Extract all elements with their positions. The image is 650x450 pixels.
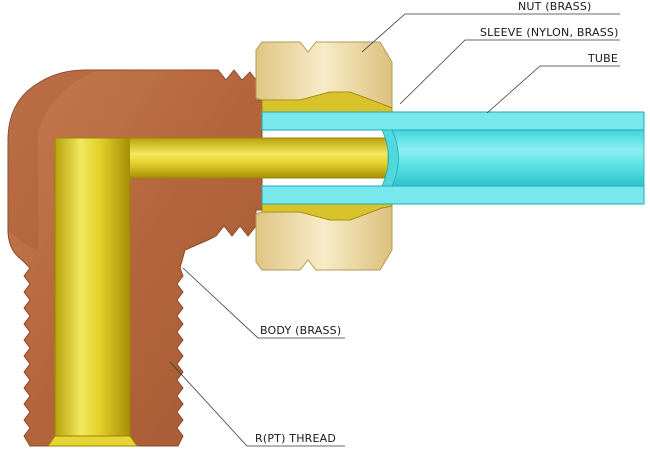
thread-label: R(PT) THREAD [255,432,336,445]
nut-leader-line [361,13,620,53]
tube-label: TUBE [587,52,618,65]
sleeve-leader-line [399,39,620,105]
body-label: BODY (BRASS) [260,324,341,337]
callouts: NUT (BRASS) SLEEVE (NYLON, BRASS) TUBE B… [169,0,620,447]
tube [261,111,645,205]
sleeve-label: SLEEVE (NYLON, BRASS) [480,26,619,39]
tube-leader-line [486,65,620,114]
elbow-body-shading [8,70,100,250]
tube-wall-bottom [261,185,645,205]
vertical-bore [55,138,130,446]
bore-outlet [47,435,138,447]
horizontal-bore [130,138,388,178]
tube-bore [387,129,645,187]
body-leader-line [182,267,345,339]
elbow-body-shape [7,69,263,447]
elbow-body [7,69,388,447]
nut-label: NUT (BRASS) [518,0,592,13]
tube-wall-top [261,111,645,131]
thread-leader-line [169,361,345,447]
nut [255,41,393,271]
